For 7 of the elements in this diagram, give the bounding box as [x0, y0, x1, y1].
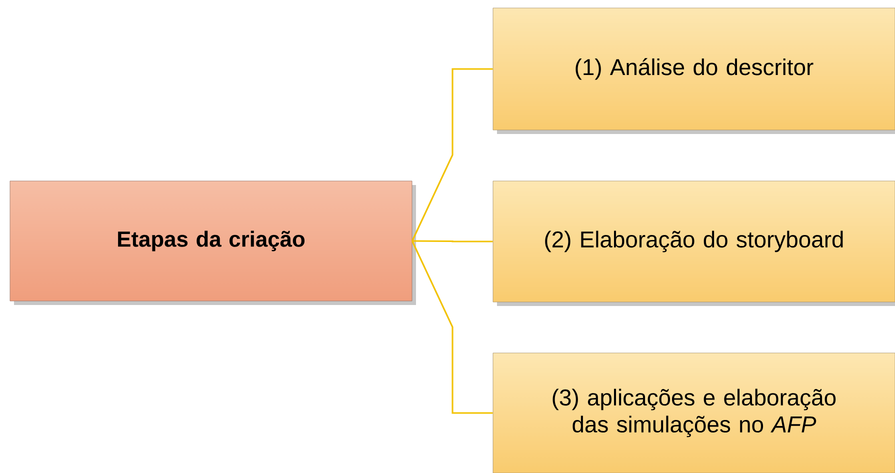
connector: [411, 240, 493, 414]
step-box: (2) Elaboração do storyboard: [492, 180, 895, 302]
connector: [412, 240, 493, 242]
connector: [411, 68, 493, 242]
step-box: (3) aplicações e elaboração das simulações no AFP: [492, 352, 895, 473]
step-box: (1) Análise do descritor: [492, 8, 895, 130]
root-box: Etapas da criação: [10, 180, 412, 302]
